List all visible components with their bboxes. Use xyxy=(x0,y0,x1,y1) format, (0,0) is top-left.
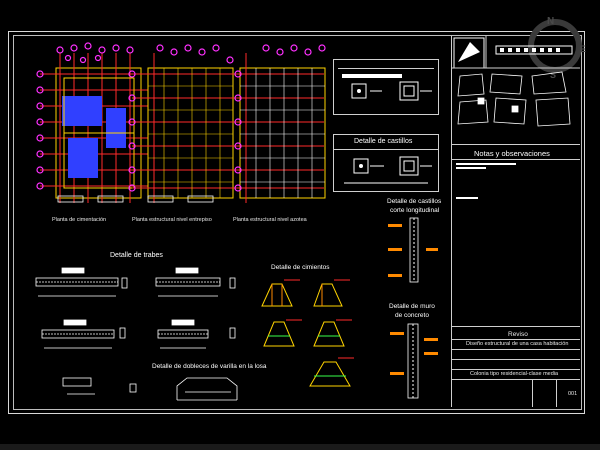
plan-foundation xyxy=(36,42,148,203)
plan-roof-label: Planta estructural nivel azotea xyxy=(233,217,307,223)
column-detail-box-1 xyxy=(333,59,439,115)
notes-title: Notas y observaciones xyxy=(474,149,550,158)
footings-title: Detalle de cimientos xyxy=(271,264,330,271)
slab-bends-drawing xyxy=(62,377,238,401)
plan-roof xyxy=(232,44,326,203)
compass-south-label: S xyxy=(550,70,556,78)
plan-mezzanine xyxy=(128,44,240,203)
wall-title-2: de concreto xyxy=(395,312,429,319)
structural-plans xyxy=(36,42,326,203)
project-name: Diseño estructural de una casa habitació… xyxy=(466,341,569,347)
plan-foundation-label: Planta de cimentación xyxy=(52,217,107,223)
drawing-border xyxy=(13,35,582,410)
title-block: Notas y observaciones Reviso Diseño estr… xyxy=(451,36,580,407)
notes-line-2 xyxy=(456,167,486,169)
sheet-divider-2 xyxy=(556,379,557,407)
wall-drawing xyxy=(390,323,438,399)
compass-east-label: E xyxy=(580,44,586,54)
location-name: Colonia tipo residencial-clase media xyxy=(470,371,559,377)
notes-line-3 xyxy=(456,197,478,199)
castillos-detail-box: Detalle de castillos xyxy=(333,134,439,192)
slab-bends-title: Detalle de dobleces de varilla en la los… xyxy=(152,363,267,370)
sheet-number: 001 xyxy=(568,391,578,397)
wall-title-1: Detalle de muro xyxy=(389,303,435,310)
beams-drawing xyxy=(35,267,236,349)
castillos-long-title-1: Detalle de castillos xyxy=(387,198,442,205)
castillos-long-drawing xyxy=(388,217,438,283)
castillos-title: Detalle de castillos xyxy=(354,138,413,145)
sheet-frame xyxy=(8,31,585,414)
castillos-long-title-2: corte longitudinal xyxy=(390,207,440,214)
column-section-drawing xyxy=(342,74,432,101)
compass-north-label: N xyxy=(547,16,554,27)
castillos-section-drawing xyxy=(344,156,432,184)
plan-mezzanine-label: Planta estructural nivel entrepiso xyxy=(132,217,212,223)
location-sketch xyxy=(452,36,580,127)
sheet-divider xyxy=(532,379,533,407)
revised-label: Reviso xyxy=(508,331,528,338)
beams-title: Detalle de trabes xyxy=(110,252,163,259)
notes-line-1 xyxy=(456,163,516,165)
footings-drawing xyxy=(261,279,354,387)
status-bar xyxy=(0,444,600,450)
